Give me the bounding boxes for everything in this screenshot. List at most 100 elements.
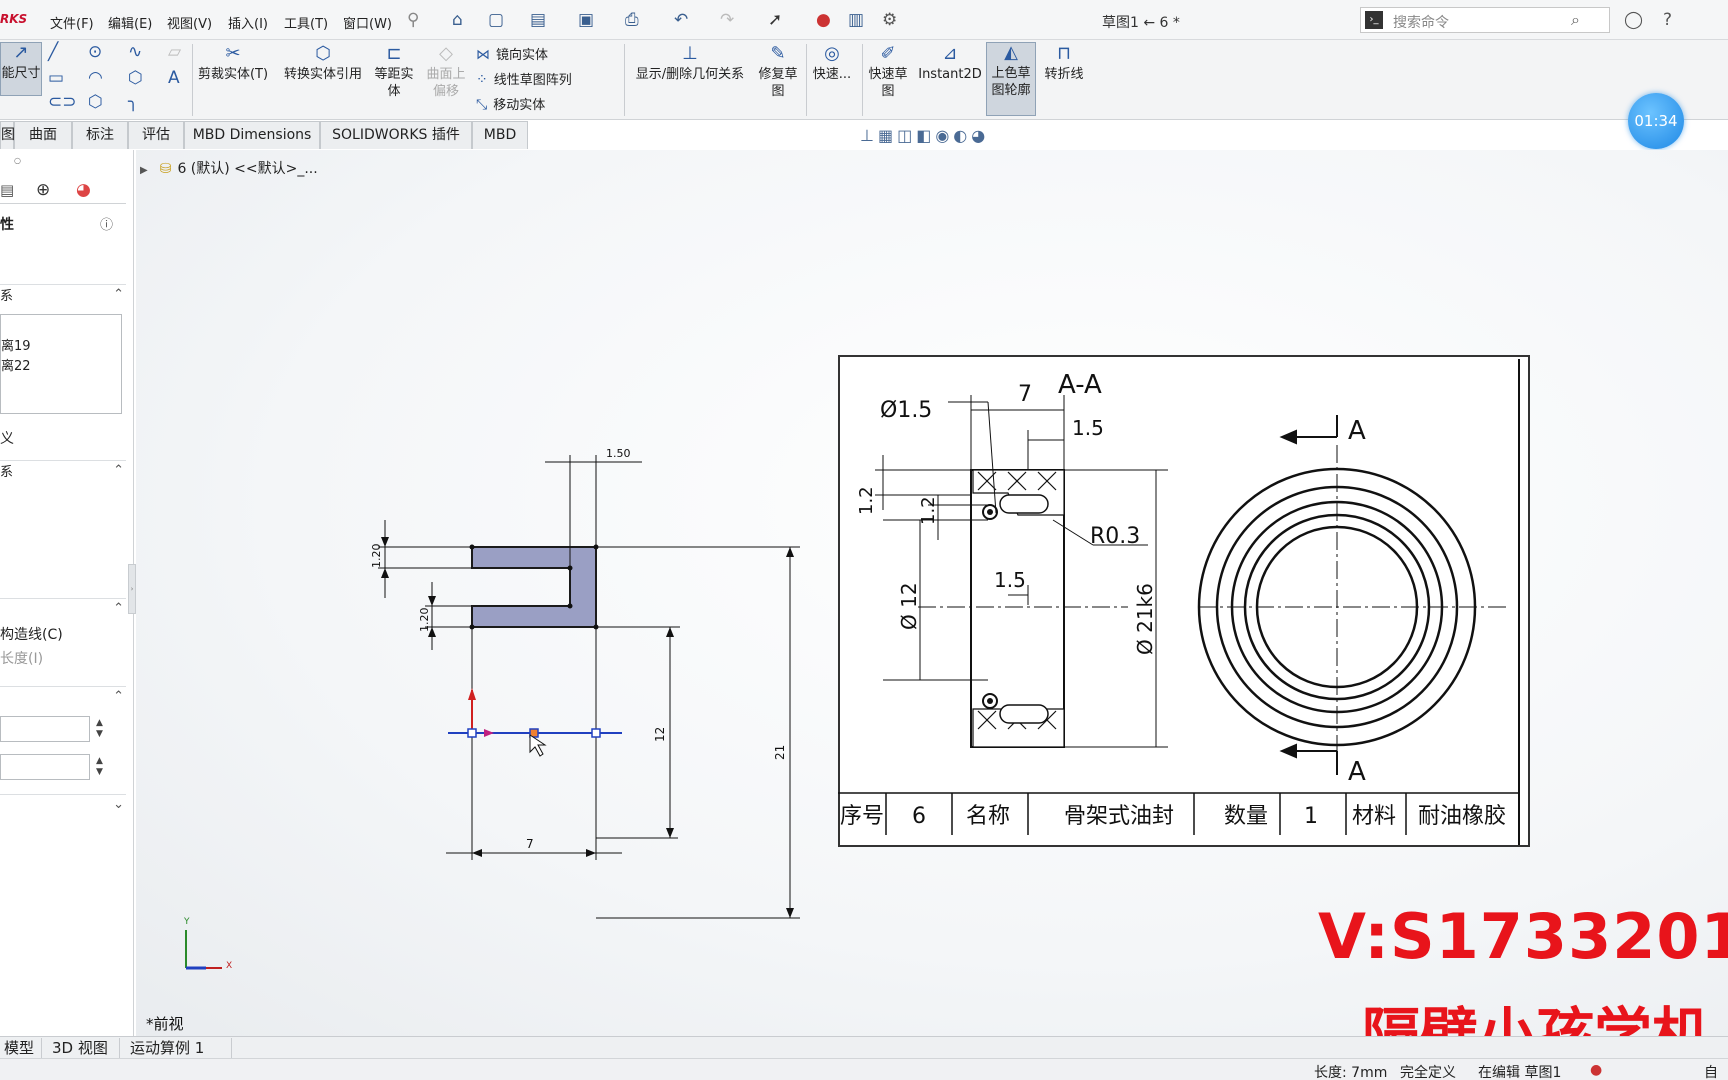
move-entities-button[interactable]: ⤡移动实体 (476, 94, 545, 113)
dimension-label[interactable]: 1.50 (606, 447, 631, 460)
parameter-field-2[interactable] (0, 754, 90, 780)
additional-parameters-header[interactable]: ⌄ (0, 794, 126, 818)
tab-evaluate[interactable]: 评估 (128, 121, 184, 149)
search-input[interactable]: 搜索命令 (1393, 15, 1449, 31)
spinner-2[interactable]: ▲▼ (96, 756, 103, 777)
menu-view[interactable]: 视图(V) (167, 17, 213, 32)
chevron-up-icon[interactable]: ⌃ (113, 689, 124, 704)
menu-edit[interactable]: 编辑(E) (108, 17, 153, 32)
list-item[interactable]: 离19 (1, 339, 31, 354)
view-orient-icon[interactable]: ⊥ (860, 126, 878, 145)
menu-tools[interactable]: 工具(T) (284, 17, 329, 32)
home-icon[interactable]: ⌂ (452, 10, 463, 30)
text-icon[interactable]: A (168, 68, 180, 88)
rebuild-icon[interactable]: ● (816, 10, 831, 30)
chevron-up-icon[interactable]: ⌃ (113, 601, 124, 616)
hide-show-icon[interactable]: ◉ (935, 126, 954, 145)
dimension-label[interactable]: 7 (526, 837, 534, 851)
tab-sketch[interactable]: 图 (0, 121, 15, 149)
redo-icon[interactable]: ↷ (720, 10, 735, 30)
tab-mbd-dimensions[interactable]: MBD Dimensions (184, 121, 320, 149)
section-view-icon[interactable]: ◫ (897, 126, 917, 145)
menu-file[interactable]: 文件(F) (50, 17, 94, 32)
select-icon[interactable]: ➚ (768, 10, 783, 30)
chevron-up-icon[interactable]: ⌃ (113, 287, 124, 302)
mirror-entities-button[interactable]: ⋈镜向实体 (476, 44, 548, 63)
infinite-length-option[interactable]: 长度(I) (0, 651, 44, 667)
help-icon[interactable]: ⓘ (100, 218, 114, 233)
circle-icon[interactable]: ⊙ (88, 42, 103, 62)
help-icon[interactable]: ? (1663, 10, 1673, 30)
relations-list[interactable]: 离19 离22 (0, 314, 122, 414)
rectangle-icon[interactable]: ▭ (48, 68, 65, 88)
rapid-sketch-button[interactable]: ✐ 快速草图 (866, 44, 910, 100)
print-icon[interactable]: ⎙ (625, 10, 639, 30)
repair-sketch-button[interactable]: ✎ 修复草图 (756, 44, 800, 100)
hexagon-icon[interactable]: ⬡ (88, 92, 103, 112)
tab-solidworks-addins[interactable]: SOLIDWORKS 插件 (320, 121, 472, 149)
line-icon[interactable]: ╱ (48, 42, 59, 62)
chevron-down-icon[interactable]: ⌄ (113, 797, 124, 812)
save-icon[interactable]: ▣ (578, 10, 595, 30)
options-gear-icon[interactable]: ⚙ (882, 10, 898, 30)
offset-entities-button[interactable]: ⊏ 等距实体 (372, 44, 416, 100)
convert-entities-button[interactable]: ⬡ 转换实体引用 (278, 44, 368, 83)
dimension-label[interactable]: 1.20 (370, 544, 383, 569)
tab-motion-study[interactable]: 运动算例 1 (126, 1038, 232, 1058)
menu-insert[interactable]: 插入(I) (228, 17, 268, 32)
display-relations-button[interactable]: ⊥ 显示/删除几何关系 (628, 44, 752, 83)
config-manager-icon[interactable]: ▤ (0, 181, 15, 199)
search-icon[interactable]: ⌕ (1571, 10, 1580, 29)
trim-entities-button[interactable]: ✂ 剪裁实体(T) (196, 44, 270, 83)
spinner-1[interactable]: ▲▼ (96, 718, 103, 739)
tab-mbd[interactable]: MBD (472, 121, 528, 149)
polygon-icon[interactable]: ⬡ (128, 68, 143, 88)
arc-icon[interactable]: ◠ (88, 68, 103, 88)
list-item[interactable]: 离22 (1, 359, 31, 374)
file-properties-icon[interactable]: ▥ (848, 10, 865, 30)
expand-icon[interactable]: ▶ (140, 165, 148, 176)
fillet-icon[interactable]: ╮ (128, 92, 139, 112)
spline-icon[interactable]: ∿ (128, 42, 143, 62)
linear-pattern-button[interactable]: ⁘线性草图阵列 (476, 69, 572, 88)
zoom-icon[interactable]: ▦ (877, 126, 898, 145)
sketch-profile[interactable] (471, 546, 597, 628)
appearance-icon[interactable]: ◐ (953, 126, 972, 145)
new-file-icon[interactable]: ▢ (488, 10, 505, 30)
add-relations-header[interactable]: 系⌃ (0, 460, 126, 484)
plane-icon[interactable]: ▱ (168, 42, 182, 62)
panel-pin-icon[interactable]: ○ (14, 156, 21, 165)
dim-xpert-icon[interactable]: ⊕ (36, 180, 51, 200)
display-style-icon[interactable]: ◧ (916, 126, 936, 145)
tree-root-label[interactable]: 6 (默认) <<默认>_... (177, 161, 318, 177)
dimension-label[interactable]: 1.20 (418, 608, 431, 633)
dimension-label[interactable]: 21 (773, 745, 787, 760)
tab-3d-view[interactable]: 3D 视图 (48, 1038, 120, 1058)
options-header[interactable]: ⌃ (0, 598, 126, 622)
parameter-field-1[interactable] (0, 716, 90, 742)
instant2d-button[interactable]: ⊿ Instant2D (918, 44, 982, 83)
open-file-icon[interactable]: ▤ (530, 10, 547, 30)
user-icon[interactable]: ◯ (1624, 10, 1644, 30)
tab-model[interactable]: 模型 (0, 1038, 42, 1058)
scene-icon[interactable]: ◕ (971, 126, 990, 145)
dimension-label[interactable]: 12 (653, 727, 667, 742)
feature-tree-flyout[interactable]: ▶⛁6 (默认) <<默认>_... (140, 158, 318, 178)
panel-collapse-handle[interactable]: › (128, 564, 136, 614)
tab-surfaces[interactable]: 曲面 (14, 121, 72, 149)
quick-snaps-button[interactable]: ◎ 快速... (810, 44, 854, 83)
pin-icon[interactable]: ⚲ (407, 10, 420, 30)
rebuild-status-icon[interactable]: ● (1590, 1062, 1603, 1078)
shaded-sketch-contours-button[interactable]: ◭ 上色草图轮廓 (986, 42, 1036, 116)
parameters-header[interactable]: ⌃ (0, 686, 126, 710)
slot-icon[interactable]: ⊂⊃ (48, 92, 77, 112)
smart-dimension-button[interactable]: ↗ 能尺寸 (0, 42, 42, 96)
display-manager-icon[interactable]: ◕ (76, 180, 91, 200)
undo-icon[interactable]: ↶ (674, 10, 689, 30)
tab-markup[interactable]: 标注 (72, 121, 128, 149)
jog-line-button[interactable]: ⊓ 转折线 (1040, 44, 1088, 83)
status-units[interactable]: 自定 (1704, 1065, 1718, 1080)
existing-relations-header[interactable]: 系⌃ (0, 284, 126, 308)
search-box[interactable]: ›_ 搜索命令 ⌕ (1360, 7, 1610, 33)
